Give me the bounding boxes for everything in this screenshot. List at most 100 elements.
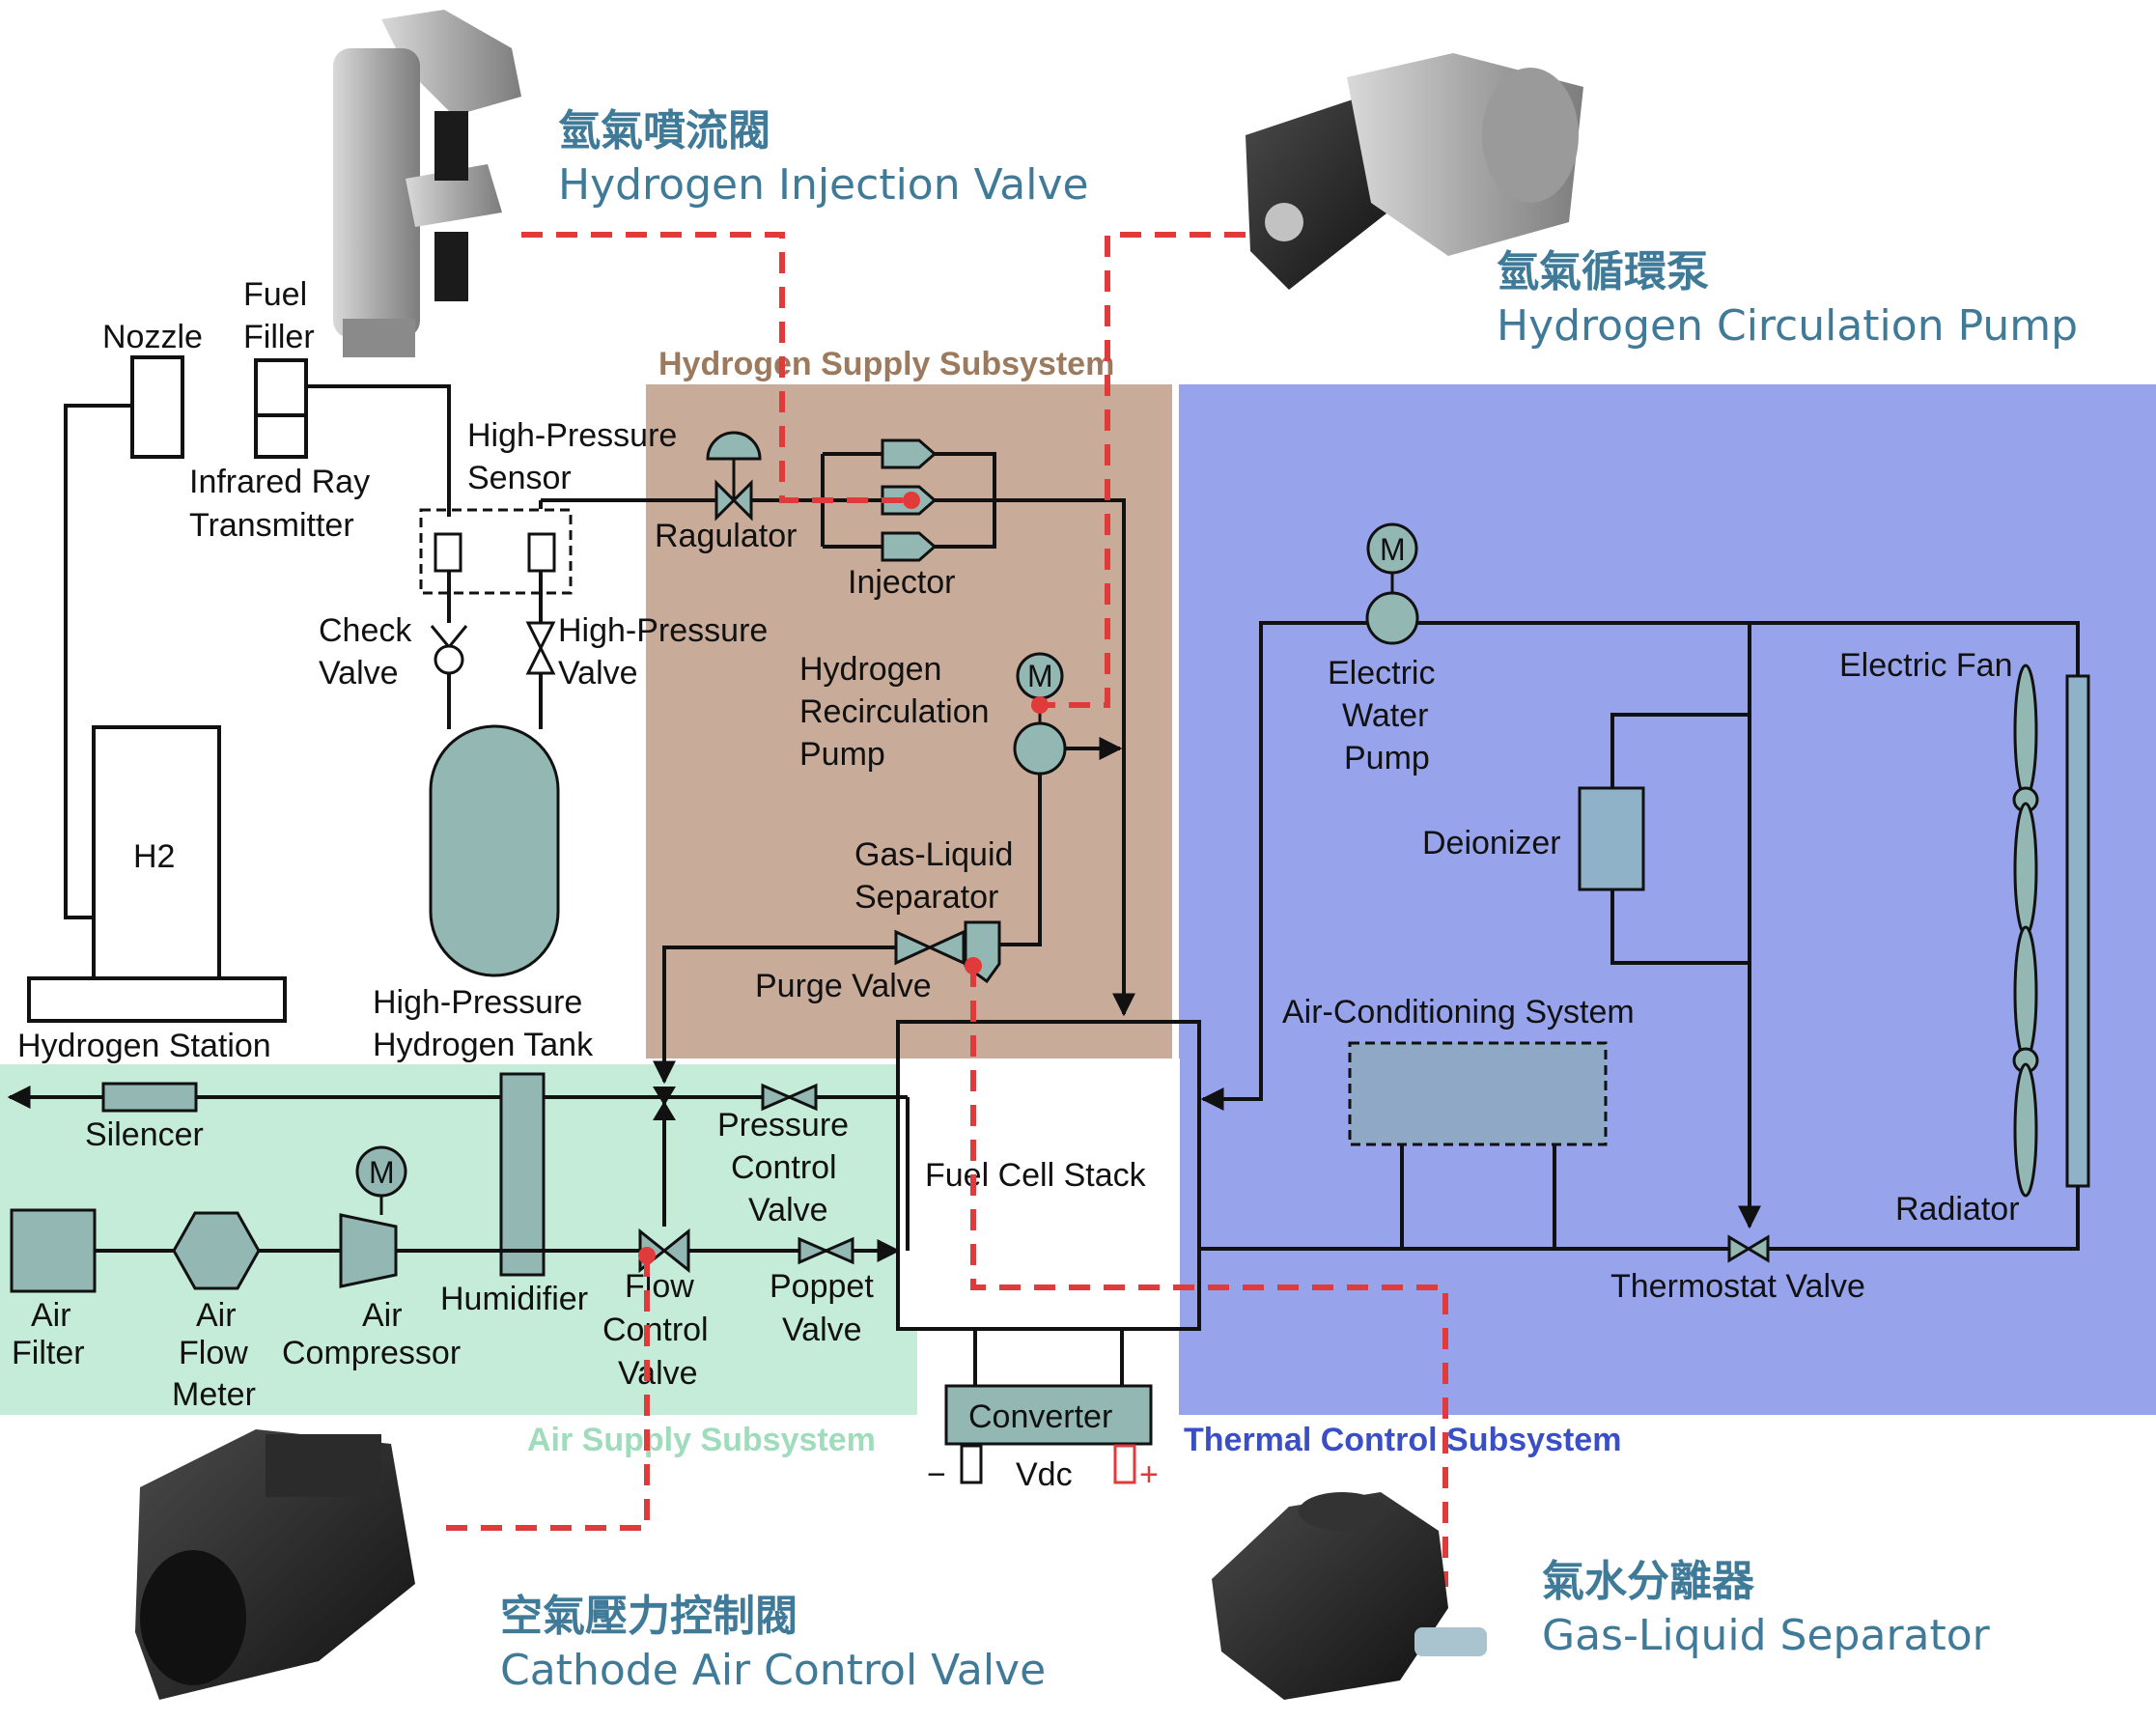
ac-system-box — [1348, 1041, 1608, 1146]
silencer-label: Silencer — [85, 1116, 204, 1153]
flow-control-valve-label-2: Control — [602, 1312, 709, 1348]
hp-sensor-label-1: High-Pressure — [467, 417, 677, 454]
injector-upper — [881, 438, 938, 469]
air-compressor-label-2: Compressor — [282, 1335, 461, 1371]
thermostat-valve-label: Thermostat Valve — [1610, 1268, 1865, 1305]
ir-element-left — [434, 532, 462, 573]
gas-liquid-sep-label-1: Gas-Liquid — [854, 836, 1013, 873]
poppet-valve-label-2: Valve — [782, 1312, 862, 1348]
cathode-valve-photo — [135, 1429, 415, 1700]
water-pump-label-2: Water — [1342, 697, 1428, 734]
hp-hydrogen-tank — [429, 724, 560, 977]
separator-caption-en: Gas-Liquid Separator — [1542, 1611, 1991, 1660]
callout-cathode-line — [439, 1256, 650, 1531]
hp-tank-label-1: High-Pressure — [373, 984, 582, 1021]
return-check-down — [653, 1101, 676, 1120]
separator-photo — [1212, 1492, 1487, 1700]
circulation-pump-photo — [1246, 53, 1583, 290]
fuel-filler — [254, 358, 308, 459]
nozzle — [130, 355, 184, 459]
converter — [944, 1384, 1153, 1446]
air-compressor-motor-label: M — [369, 1155, 395, 1190]
recirc-pump-label-3: Pump — [799, 736, 885, 773]
hp-valve — [525, 621, 556, 675]
air-filter-label-1: Air — [31, 1297, 71, 1334]
electric-fan-label: Electric Fan — [1839, 647, 2013, 684]
silencer — [101, 1082, 198, 1113]
air-flow-meter — [172, 1211, 261, 1290]
return-check-up — [653, 1087, 676, 1106]
purge-valve-label: Purge Valve — [755, 968, 932, 1004]
regulator-label: Ragulator — [655, 518, 797, 554]
air-flow-meter-label-3: Meter — [172, 1376, 256, 1413]
converter-label: Converter — [968, 1398, 1112, 1435]
recirc-pump-motor-label: M — [1027, 659, 1053, 693]
fuel-filler-label-1: Fuel — [243, 276, 307, 313]
injection-valve-caption-en: Hydrogen Injection Valve — [558, 160, 1089, 210]
fuel-cell-white-area — [900, 1059, 1180, 1329]
callout-injection-line — [521, 232, 911, 503]
hydrogen-station-label: Hydrogen Station — [17, 1028, 271, 1064]
regulator — [706, 431, 762, 522]
injector-lower — [881, 531, 938, 562]
injection-valve-photo — [333, 10, 521, 357]
h2-label: H2 — [133, 838, 175, 875]
infrared-label-1: Infrared Ray — [189, 464, 370, 500]
water-pump-label-1: Electric — [1328, 655, 1435, 692]
circulation-pump-caption-en: Hydrogen Circulation Pump — [1497, 301, 2078, 351]
humidifier-label: Humidifier — [440, 1281, 588, 1317]
air-filter — [10, 1208, 97, 1293]
gas-liquid-sep-label-2: Separator — [854, 879, 998, 916]
injector-label: Injector — [848, 564, 956, 601]
thermal-control-region — [1179, 384, 2156, 1415]
check-valve — [430, 625, 468, 675]
poppet-valve-label-1: Poppet — [770, 1268, 874, 1305]
electric-fan-lower — [2012, 925, 2039, 1198]
hp-valve-label-1: High-Pressure — [558, 612, 768, 649]
injection-valve-caption-zh: 氫氣噴流閥 — [558, 106, 770, 155]
callout-separator-line — [970, 966, 1448, 1587]
converter-positive-terminal — [1113, 1444, 1136, 1484]
hp-sensor-label-2: Sensor — [467, 460, 572, 496]
nozzle-label: Nozzle — [102, 319, 203, 355]
recirc-pump: M — [1013, 652, 1067, 776]
hp-tank-label-2: Hydrogen Tank — [373, 1027, 594, 1063]
cathode-valve-caption-en: Cathode Air Control Valve — [500, 1646, 1046, 1695]
minus-label: − — [927, 1456, 946, 1493]
hydrogen-station: H2 — [27, 725, 287, 1023]
deionizer — [1578, 786, 1645, 891]
water-pump-motor-label: M — [1380, 532, 1406, 567]
thermostat-valve — [1727, 1234, 1770, 1263]
check-valve-label-1: Check — [319, 612, 412, 649]
vdc-label: Vdc — [1016, 1456, 1073, 1493]
water-pump-label-3: Pump — [1344, 740, 1430, 776]
air-filter-label-2: Filter — [12, 1335, 85, 1371]
pressure-control-valve-label-1: Pressure — [717, 1107, 849, 1143]
callout-pump-line — [1040, 232, 1246, 708]
infrared-transmitter-box — [419, 508, 573, 595]
electric-fan-upper — [2012, 663, 2039, 937]
humidifier — [499, 1072, 546, 1277]
circulation-pump-caption-zh: 氫氣循環泵 — [1497, 247, 1709, 296]
deionizer-label: Deionizer — [1422, 825, 1561, 861]
cathode-valve-caption-zh: 空氣壓力控制閥 — [500, 1592, 798, 1641]
plus-label: + — [1139, 1456, 1159, 1493]
flow-control-valve-label-1: Flow — [625, 1268, 694, 1305]
pressure-control-valve — [761, 1083, 818, 1112]
electric-water-pump: M — [1365, 522, 1419, 645]
pressure-control-valve-label-2: Control — [731, 1149, 837, 1186]
infrared-label-2: Transmitter — [189, 507, 354, 544]
air-supply-region — [0, 1064, 917, 1415]
air-compressor-label-1: Air — [362, 1297, 403, 1334]
flow-control-valve-label-3: Valve — [618, 1355, 698, 1392]
thermal-subsystem-title: Thermal Control Subsystem — [1184, 1422, 1621, 1458]
ac-system-label: Air-Conditioning System — [1282, 994, 1635, 1030]
poppet-valve — [798, 1236, 854, 1265]
fuel-filler-label-2: Filler — [243, 319, 315, 355]
hydrogen-subsystem-title: Hydrogen Supply Subsystem — [658, 346, 1114, 382]
check-valve-label-2: Valve — [319, 655, 399, 692]
separator-caption-zh: 氣水分離器 — [1542, 1557, 1755, 1606]
recirc-pump-label-2: Recirculation — [799, 693, 990, 730]
air-subsystem-title: Air Supply Subsystem — [527, 1422, 876, 1458]
radiator — [2065, 674, 2090, 1188]
